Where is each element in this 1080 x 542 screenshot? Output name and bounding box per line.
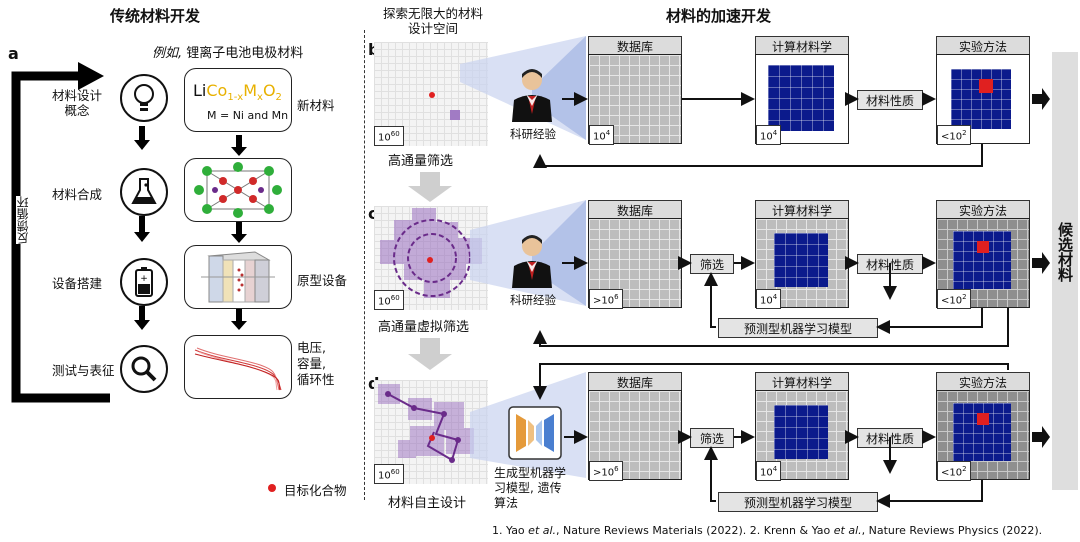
row-b-beam	[460, 36, 586, 140]
left-title: 传统材料开发	[110, 7, 201, 25]
row-b-exp-count: <102	[937, 125, 971, 146]
row-c-screen-pill: 筛选	[690, 254, 734, 274]
row-b-comp-blue	[768, 65, 834, 131]
row-c-comp-count: 104	[756, 289, 782, 310]
row-d-exp-count: <102	[937, 461, 971, 482]
example-caption: 例如, 锂离子电池电极材料	[152, 42, 303, 61]
step-label-design: 材料设计 概念	[52, 88, 103, 118]
row-d-space-count: 1060	[374, 464, 404, 485]
divider	[364, 30, 365, 500]
row-d-comp-cube: 104	[755, 390, 849, 482]
formula: LiCo1-xMxO2	[193, 81, 282, 104]
row-c-virtual-screen	[380, 208, 482, 298]
formula-note: M = Ni and Mn	[207, 109, 289, 122]
row-c-exp-blue	[953, 231, 1011, 289]
row-c-db-count: >106	[589, 289, 623, 310]
row-d-autonomous-path	[378, 384, 474, 463]
panel-letter-a: a	[8, 44, 19, 63]
row-d-space-label: 材料自主设计	[388, 496, 467, 511]
row-d-db-cube: >106	[588, 390, 682, 482]
row-d-letter: d	[368, 374, 379, 393]
crystal-structure-icon	[194, 162, 282, 218]
formula-box: LiCo1-xMxO2 M = Ni and Mn	[184, 68, 292, 132]
row-b-comp-cube: 104	[755, 54, 849, 146]
legend-label: 目标化合物	[284, 483, 347, 498]
row-b-db-count: 104	[589, 125, 615, 146]
new-material-label: 新材料	[297, 98, 335, 113]
example-text: 锂离子电池电极材料	[182, 46, 304, 61]
magnifier-circle	[120, 345, 168, 393]
curve-box	[184, 335, 292, 399]
row-b-researcher-icon	[512, 69, 552, 122]
device-box	[184, 245, 292, 309]
row-d-comp-count: 104	[756, 461, 782, 482]
row-c-letter: c	[368, 204, 378, 223]
row-c-researcher-icon	[512, 235, 552, 288]
row-d-exp-blue	[953, 403, 1011, 461]
row-d-comp-blue	[774, 405, 828, 459]
battery-circle: +	[120, 258, 168, 306]
space-title: 探索无限大的材料 设计空间	[382, 6, 483, 36]
row-b-space-label: 高通量筛选	[388, 154, 454, 169]
example-prefix: 例如,	[152, 46, 183, 61]
candidates-bar	[1052, 52, 1078, 490]
prototype-label: 原型设备	[297, 273, 348, 288]
properties-label: 电压, 容量, 循环性	[297, 340, 335, 387]
lightbulb-circle	[120, 74, 168, 122]
row-b-property-pill: 材料性质	[857, 90, 923, 110]
row-d-model-pill: 预测型机器学习模型	[718, 492, 878, 512]
voltage-curve-icon	[194, 347, 282, 391]
row-d-design-space: 1060	[374, 380, 488, 485]
row-c-exp-count: <102	[937, 289, 971, 310]
row-b-db-cube: 104	[588, 54, 682, 146]
step-label-test: 测试与表征	[52, 363, 115, 378]
flask-icon	[131, 178, 157, 204]
step-label-device: 设备搭建	[52, 276, 103, 291]
row-c-design-space: 1060	[374, 206, 488, 311]
row-c-db-cube: >106	[588, 218, 682, 310]
row-d-comp-header: 计算材料学	[755, 372, 849, 392]
row-d-db-count: >106	[589, 461, 623, 482]
row-b-exp-red	[979, 79, 993, 93]
prototype-device-icon	[201, 251, 275, 303]
row-b-letter: b	[368, 40, 379, 59]
row-c-exp-cube: <102	[936, 218, 1030, 310]
row-c-exp-red	[977, 241, 989, 253]
row-d-exp-cube: <102	[936, 390, 1030, 482]
step-label-synthesis: 材料合成	[52, 187, 103, 202]
row-b-space-count: 1060	[374, 126, 404, 147]
crystal-box	[184, 158, 292, 222]
citation: 1. Yao et al., Nature Reviews Materials …	[492, 524, 1043, 537]
magnifier-icon	[131, 356, 157, 382]
row-b-agent-label: 科研经验	[510, 127, 556, 141]
candidates-label: 候选材料	[1056, 222, 1074, 282]
row-c-comp-cube: 104	[755, 218, 849, 310]
row-c-space-count: 1060	[374, 290, 404, 311]
neural-network-icon	[508, 406, 562, 460]
right-title: 材料的加速开发	[666, 7, 772, 25]
battery-icon: +	[135, 267, 153, 297]
flask-circle	[120, 168, 168, 216]
row-b-exp-cube: <102	[936, 54, 1030, 146]
row-d-agent-label: 生成型机器学 习模型, 遗传 算法	[494, 466, 567, 510]
row-d-exp-red	[977, 413, 989, 425]
row-b-selection	[450, 110, 460, 120]
row-b-target-dot	[429, 92, 435, 98]
row-c-agent-label: 科研经验	[510, 293, 556, 307]
left-down-arrows	[134, 126, 247, 330]
target-dot	[268, 484, 276, 492]
svg-text:+: +	[140, 274, 148, 284]
lightbulb-icon	[134, 84, 154, 111]
row-c-model-pill: 预测型机器学习模型	[718, 318, 878, 338]
row-c-space-label: 高通量虚拟筛选	[378, 320, 470, 335]
row-b-comp-count: 104	[756, 125, 782, 146]
row-d-db-header: 数据库	[588, 372, 682, 392]
row-c-exp-header: 实验方法	[936, 200, 1030, 220]
row-b-design-space: 1060	[374, 42, 488, 147]
row-c-comp-blue	[774, 233, 828, 287]
